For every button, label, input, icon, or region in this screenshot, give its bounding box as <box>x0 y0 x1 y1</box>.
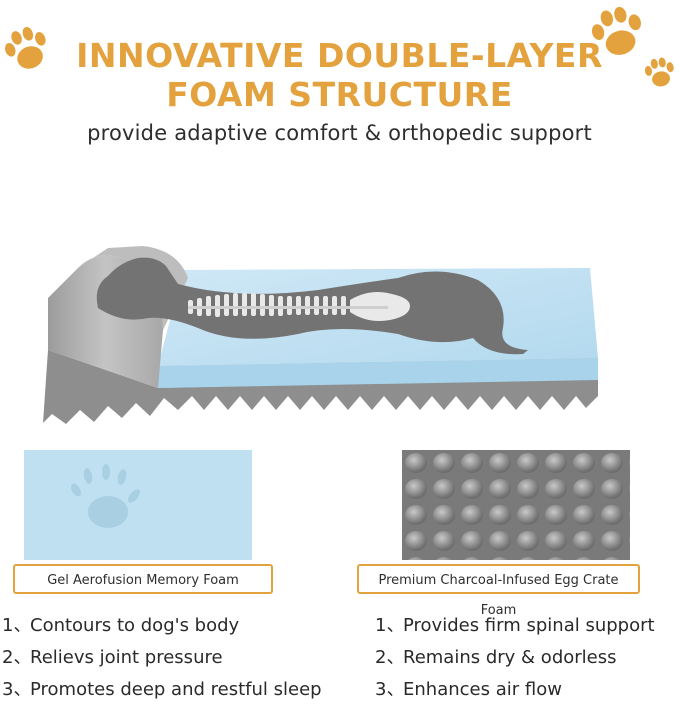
list-item: 2、Remains dry & odorless <box>375 647 617 668</box>
foam-bed-illustration <box>43 246 598 424</box>
list-item: 1、Contours to dog's body <box>2 615 240 636</box>
handprint-impression <box>71 464 140 528</box>
egg-crate-pattern <box>402 450 630 560</box>
egg-crate-foam-features: 1、Provides firm spinal support 2、Remains… <box>375 614 655 710</box>
gel-foam-features: 1、Contours to dog's body 2、Relievs joint… <box>2 614 322 710</box>
page-title-line2: FOAM STRUCTURE <box>166 75 513 114</box>
page-title-line1: INNOVATIVE DOUBLE-LAYER <box>76 36 603 75</box>
list-item: 3、Enhances air flow <box>375 679 562 700</box>
page-subtitle: provide adaptive comfort & orthopedic su… <box>87 121 592 145</box>
gel-foam-label: Gel Aerofusion Memory Foam <box>13 564 273 594</box>
list-item: 1、Provides firm spinal support <box>375 615 655 636</box>
egg-crate-foam-sample <box>402 450 630 560</box>
gel-memory-foam-sample <box>24 450 252 560</box>
paw-print-icon <box>644 57 674 87</box>
egg-crate-foam-label: Premium Charcoal-Infused Egg Crate Foam <box>357 564 640 618</box>
paw-print-icon <box>4 26 46 69</box>
list-item: 2、Relievs joint pressure <box>2 647 223 668</box>
paw-print-icon <box>591 6 641 55</box>
list-item: 3、Promotes deep and restful sleep <box>2 679 322 700</box>
